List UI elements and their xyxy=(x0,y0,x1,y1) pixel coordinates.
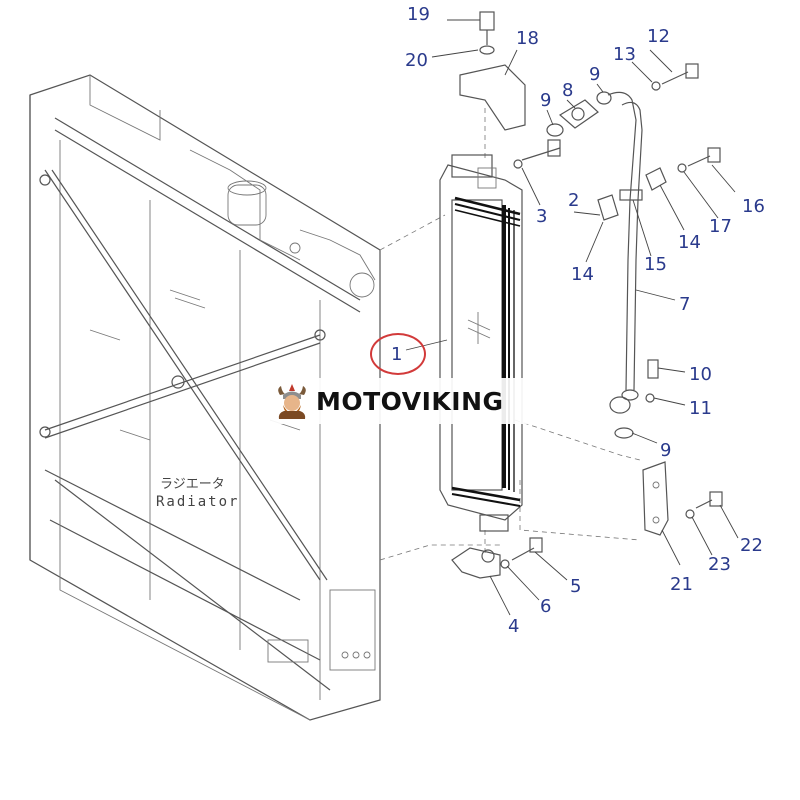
radiator-label-en: Radiator xyxy=(156,494,240,510)
callout-9-upper-right: 9 xyxy=(589,64,601,85)
hose-assembly xyxy=(597,91,667,439)
hardware-upper xyxy=(459,11,721,173)
hardware-lower xyxy=(451,461,723,579)
callout-5: 5 xyxy=(570,576,582,597)
brand-watermark: MOTOVIKING xyxy=(268,378,536,424)
callout-18: 18 xyxy=(516,28,539,49)
callout-3: 3 xyxy=(536,206,548,227)
oil-cooler-core xyxy=(439,154,523,532)
callout-7: 7 xyxy=(679,294,691,315)
callout-10: 10 xyxy=(689,364,712,385)
callout-14-right: 14 xyxy=(678,232,701,253)
callout-9-upper-left: 9 xyxy=(540,90,552,111)
radiator-label-jp: ラジエータ xyxy=(160,477,225,492)
callout-6: 6 xyxy=(540,596,552,617)
brand-name: MOTOVIKING xyxy=(316,386,504,416)
callout-19: 19 xyxy=(407,4,430,25)
callout-22: 22 xyxy=(740,535,763,556)
callout-23: 23 xyxy=(708,554,731,575)
callout-17: 17 xyxy=(709,216,732,237)
callout-12: 12 xyxy=(647,26,670,47)
callout-15: 15 xyxy=(644,254,667,275)
callout-9-lower: 9 xyxy=(660,440,672,461)
callout-21: 21 xyxy=(670,574,693,595)
callout-14-left: 14 xyxy=(571,264,594,285)
callout-16: 16 xyxy=(742,196,765,217)
radiator-frame xyxy=(29,74,381,721)
callout-2: 2 xyxy=(568,190,580,211)
callout-4: 4 xyxy=(508,616,520,637)
callout-20: 20 xyxy=(405,50,428,71)
callout-13: 13 xyxy=(613,44,636,65)
callout-8: 8 xyxy=(562,80,574,101)
callout-11: 11 xyxy=(689,398,712,419)
viking-logo-icon xyxy=(278,384,306,419)
callout-1: 1 xyxy=(391,344,403,365)
highlight-ring xyxy=(370,333,426,375)
leader-lines xyxy=(405,19,739,616)
